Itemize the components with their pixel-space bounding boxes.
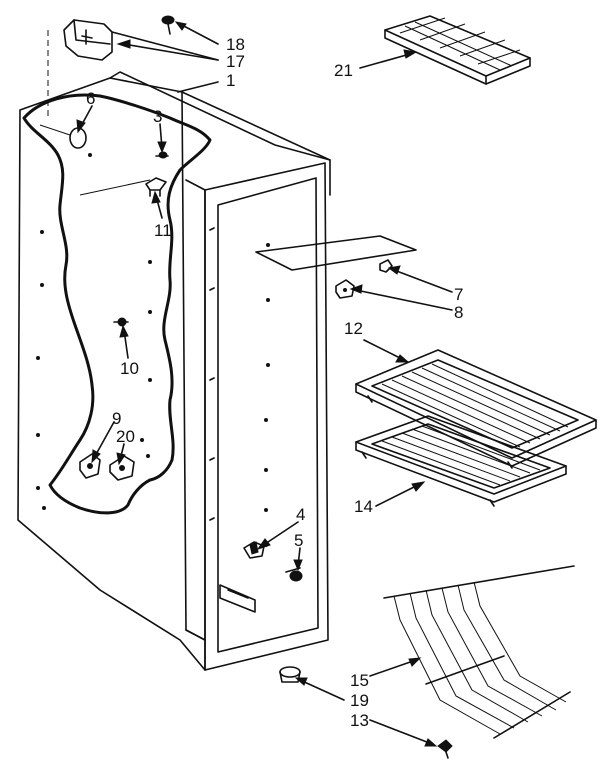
- callout-19: 19: [350, 691, 369, 710]
- shelf-support-part-7: [379, 259, 393, 273]
- callout-3: 3: [153, 107, 162, 126]
- callout-13: 13: [350, 711, 369, 730]
- screw-part-3: [155, 151, 169, 159]
- callout-4: 4: [296, 505, 305, 524]
- wire-shelf-part-12: [355, 349, 597, 469]
- callout-5: 5: [294, 531, 303, 550]
- callout-9: 9: [112, 409, 121, 428]
- callout-17: 17: [226, 52, 245, 71]
- plug-part-5: [285, 567, 303, 582]
- callout-14: 14: [354, 497, 373, 516]
- callout-11: 11: [154, 221, 172, 240]
- shelf-support-mount-plate: [255, 235, 417, 271]
- callout-8: 8: [454, 303, 463, 322]
- callout-6: 6: [86, 89, 95, 108]
- damper-part-9: [79, 453, 101, 479]
- callout-7: 7: [454, 285, 463, 304]
- callout-15: 15: [350, 671, 369, 690]
- screw-part-18: [161, 15, 175, 35]
- callout-10: 10: [120, 359, 139, 378]
- callout-1: 1: [226, 71, 235, 90]
- clip-part-13: [437, 739, 453, 759]
- callout-18: 18: [226, 35, 245, 54]
- callout-20: 20: [116, 427, 135, 446]
- leader-lines: [76, 21, 453, 747]
- bracket-part-11: [79, 177, 167, 197]
- light-socket-part-17: [47, 19, 113, 120]
- callout-labels: 18 17 1 21 6 3 11 7 8 12 10 9 20 14 4 5 …: [86, 35, 463, 730]
- shelf-support-part-8: [335, 279, 355, 299]
- damper-part-20: [109, 454, 150, 481]
- wire-shelf-part-14: [355, 415, 567, 507]
- ice-cube-tray-part-21: [384, 15, 531, 85]
- callout-12: 12: [344, 319, 363, 338]
- screw-part-10: [113, 317, 129, 327]
- cap-part-19: [279, 666, 301, 683]
- callout-21: 21: [334, 61, 353, 80]
- wire-rack-part-15: [383, 565, 575, 739]
- freezer-liner: [17, 71, 331, 671]
- bracket-part-4: [243, 541, 265, 559]
